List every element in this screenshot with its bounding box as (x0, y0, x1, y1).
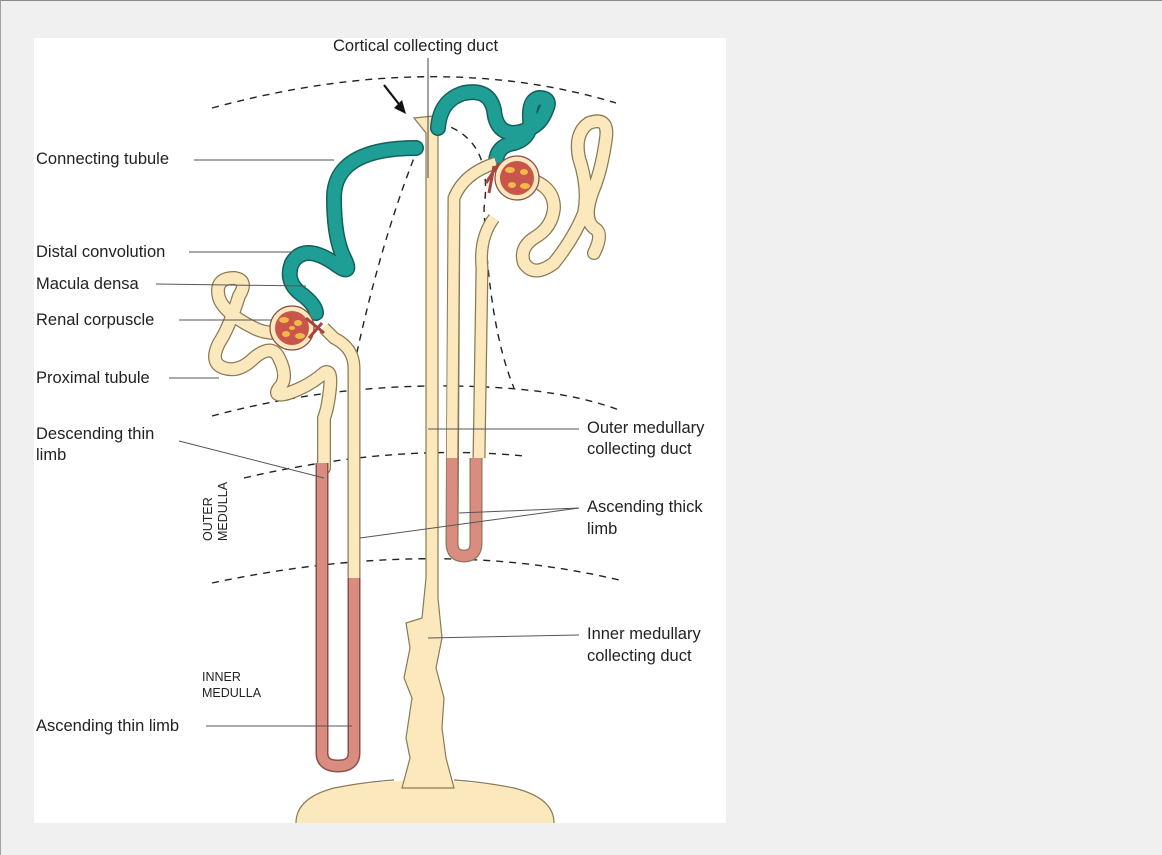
label-ascending-thin-limb: Ascending thin limb (36, 715, 179, 737)
label-outer-medullary-cd-line2: collecting duct (587, 438, 692, 460)
zone-label-outer-medulla-line1: OUTER (201, 497, 215, 541)
label-cortical-collecting-duct: Cortical collecting duct (333, 38, 498, 57)
label-proximal-tubule: Proximal tubule (36, 367, 150, 389)
thin-limb-right (452, 458, 476, 556)
label-descending-thin-limb-line1: Descending thin (36, 423, 154, 445)
label-renal-corpuscle: Renal corpuscle (36, 309, 154, 331)
nephron-diagram: Cortical collecting duct Connecting tubu… (34, 38, 726, 823)
outer-inner-medulla-boundary (212, 559, 619, 583)
proximal-tubule-right (523, 121, 607, 270)
label-connecting-tubule: Connecting tubule (36, 148, 169, 170)
connecting-tubule-left (290, 148, 416, 313)
label-macula-densa: Macula densa (36, 273, 139, 295)
label-ascending-thick-limb-line2: limb (587, 518, 617, 540)
label-descending-thin-limb-line2: limb (36, 444, 66, 466)
medullary-ray-left (354, 158, 414, 366)
arrow-icon (384, 85, 406, 114)
label-distal-convolution: Distal convolution (36, 241, 165, 263)
label-inner-medullary-cd-line1: Inner medullary (587, 623, 701, 645)
label-inner-medullary-cd-line2: collecting duct (587, 645, 692, 667)
leader-lines (156, 160, 579, 726)
zone-label-inner-medulla-line1: INNER (202, 670, 241, 685)
label-outer-medullary-cd-line1: Outer medullary (587, 417, 704, 439)
zone-label-inner-medulla-line2: MEDULLA (202, 686, 261, 701)
label-ascending-thick-limb-line1: Ascending thick (587, 496, 703, 518)
connecting-tubule-right (438, 92, 548, 163)
zone-label-outer-medulla-line2: MEDULLA (216, 482, 230, 541)
